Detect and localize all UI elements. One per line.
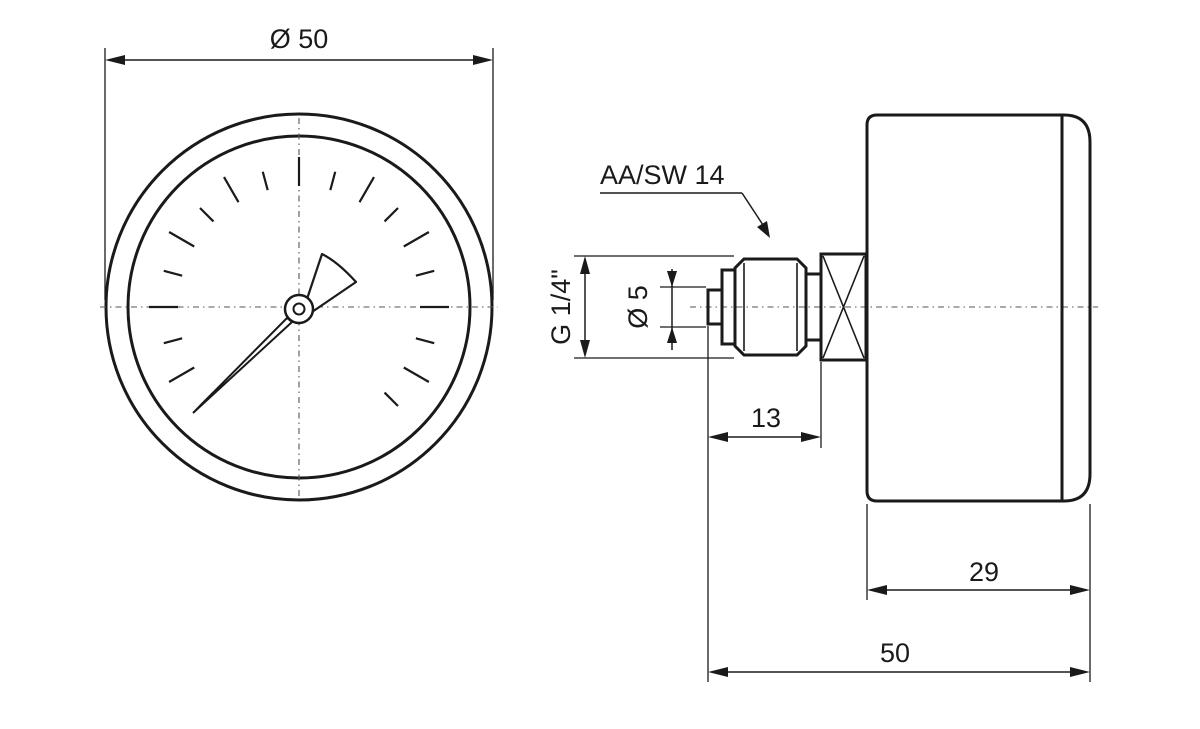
- front-view: Ø 50: [100, 24, 498, 502]
- diameter-dimension: Ø 50: [104, 24, 494, 300]
- total-length-label: 50: [880, 638, 910, 668]
- connector-length-dimension: 13: [708, 403, 821, 442]
- case-depth-label: 29: [969, 557, 999, 587]
- side-view: AA/SW 14 G 1/4" Ø 5: [546, 113, 1098, 682]
- bore-dimension: Ø 5: [623, 269, 706, 350]
- bore-label: Ø 5: [623, 285, 653, 329]
- wrench-size-label: AA/SW 14: [600, 160, 725, 190]
- total-length-dimension: 50: [708, 638, 1090, 677]
- hex-nut: [819, 252, 868, 362]
- gauge-needle: [192, 252, 358, 414]
- threaded-connector: [706, 257, 823, 357]
- wrench-size-annotation: AA/SW 14: [600, 160, 770, 238]
- thread-label: G 1/4": [546, 269, 576, 345]
- gauge-case: [865, 113, 1092, 503]
- thread-dimension: G 1/4": [546, 255, 734, 359]
- diameter-label: Ø 50: [270, 24, 329, 54]
- connector-length-label: 13: [751, 403, 781, 433]
- case-depth-dimension: 29: [867, 557, 1090, 595]
